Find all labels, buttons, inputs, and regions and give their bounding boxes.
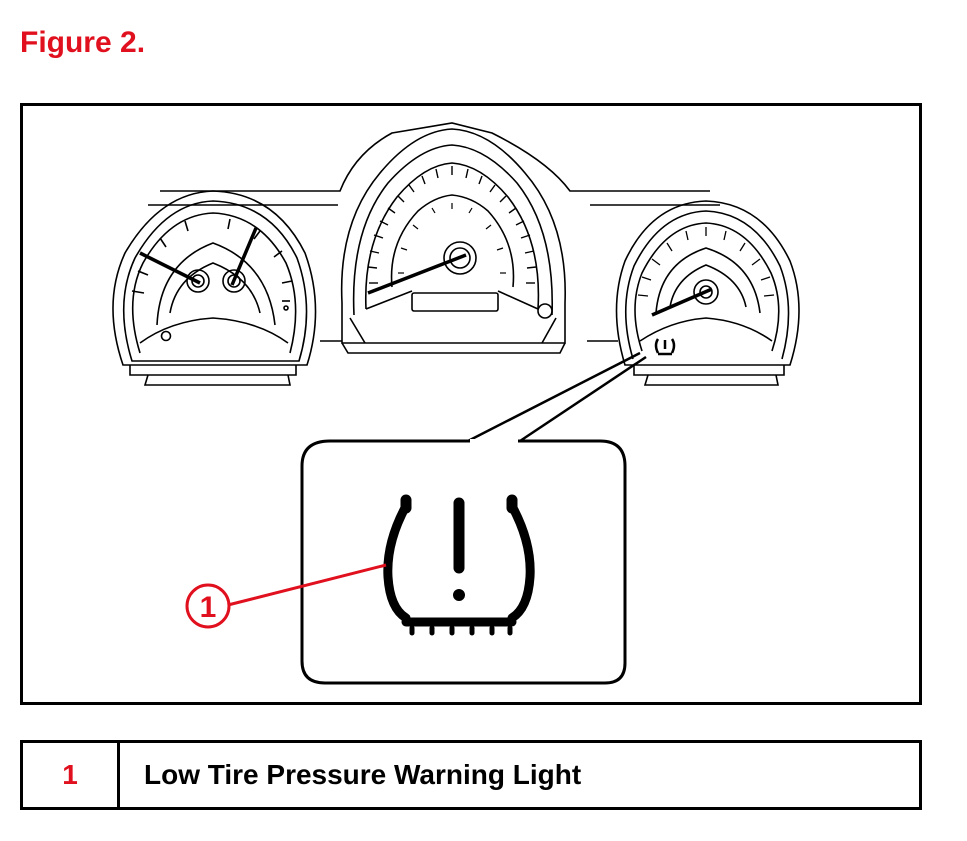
callout-number: 1 (200, 591, 217, 624)
callout-number-circle (185, 583, 231, 629)
left-gauge (112, 190, 317, 386)
right-gauge (615, 200, 800, 386)
figure-title: Figure 2. (20, 26, 146, 59)
instrument-cluster (148, 122, 720, 342)
callout-pointer (467, 351, 647, 443)
cluster-tire-pressure-icon (654, 338, 676, 356)
legend-label: Low Tire Pressure Warning Light (144, 759, 582, 790)
tire-pressure-warning-icon (383, 494, 535, 636)
center-speedometer (340, 128, 566, 354)
frame-border (20, 103, 922, 705)
callout-leader-line (227, 563, 387, 607)
instrument-cluster-diagram: 1 (20, 103, 922, 705)
diagram-frame: 1 (20, 103, 922, 705)
legend-number: 1 (23, 743, 120, 807)
legend-table: 1 Low Tire Pressure Warning Light (20, 740, 922, 810)
